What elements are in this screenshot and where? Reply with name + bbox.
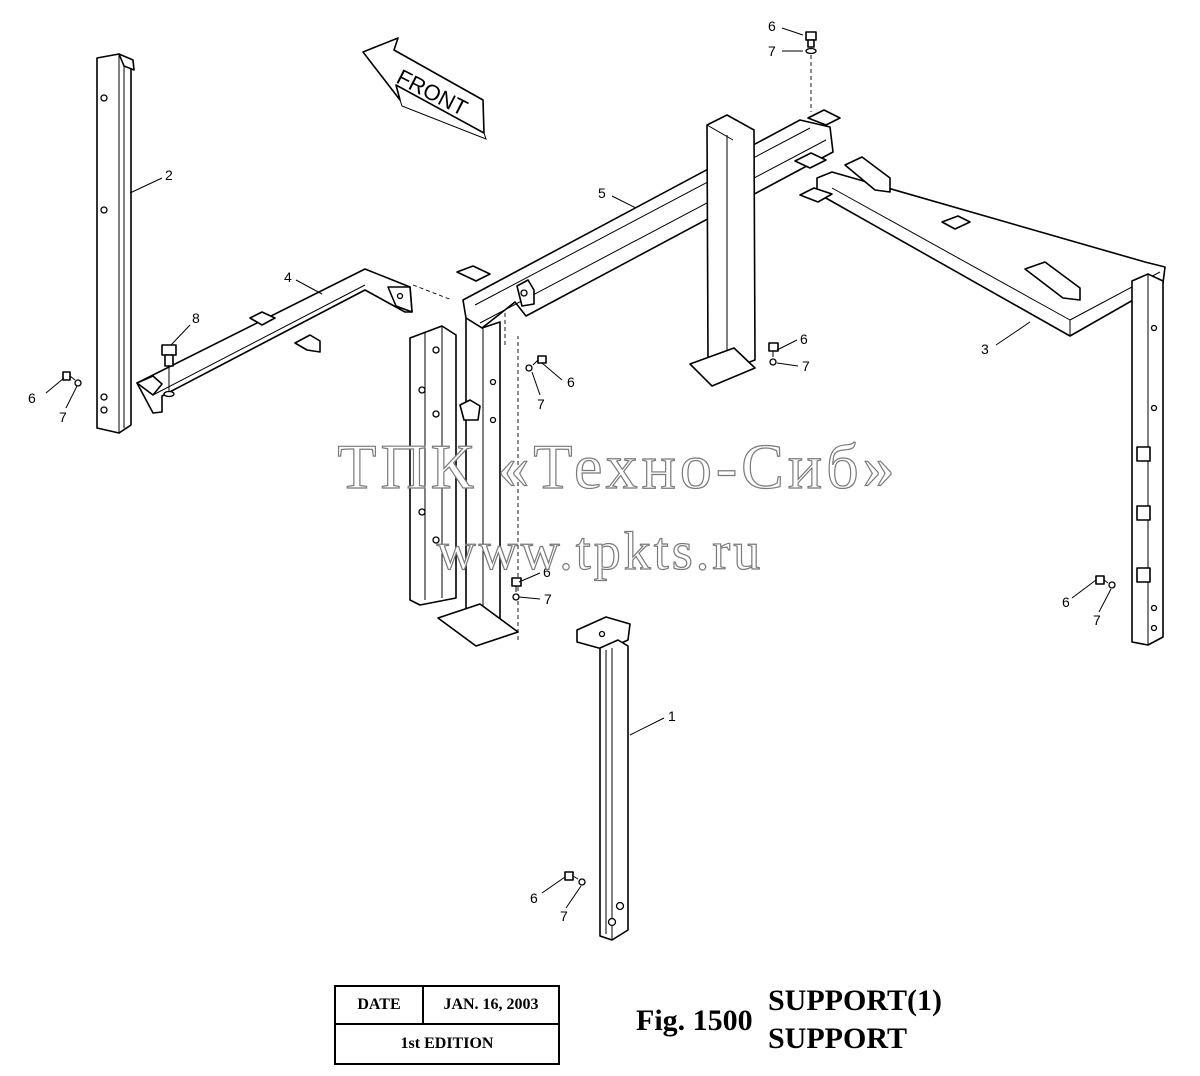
callout-4: 4 <box>284 269 292 285</box>
callout-6: 6 <box>800 331 808 347</box>
title-block: DATE JAN. 16, 2003 1st EDITION <box>334 985 560 1065</box>
callout-7: 7 <box>560 908 568 924</box>
part-4-bracket <box>136 268 413 414</box>
callout-5: 5 <box>598 185 606 201</box>
leader-lines <box>45 27 1112 909</box>
bolt-8 <box>161 344 177 398</box>
callouts: 6 7 2 5 4 8 3 6 7 6 7 6 7 6 7 6 7 1 6 7 <box>28 18 1101 924</box>
date-label: DATE <box>336 987 424 1023</box>
callout-7: 7 <box>59 409 67 425</box>
callout-7: 7 <box>537 396 545 412</box>
callout-8: 8 <box>192 310 200 326</box>
callout-7: 7 <box>768 43 776 59</box>
front-arrow: FRONT <box>362 37 487 140</box>
callout-2: 2 <box>165 167 173 183</box>
watermark-url: www.tpkts.ru <box>436 520 764 581</box>
watermark-company: ТПК «Техно-Сиб» <box>337 430 899 502</box>
callout-7: 7 <box>802 358 810 374</box>
figure-number: Fig. 1500 <box>636 1004 753 1037</box>
callout-7: 7 <box>544 591 552 607</box>
part-2-angle-post <box>96 53 135 434</box>
callout-3: 3 <box>981 341 989 357</box>
callout-6: 6 <box>567 374 575 390</box>
callout-6: 6 <box>28 390 36 406</box>
bolt-center <box>525 355 547 372</box>
date-value: JAN. 16, 2003 <box>443 996 539 1013</box>
rear-vertical-post <box>689 114 756 387</box>
callout-6: 6 <box>543 564 551 580</box>
bolt-rear <box>768 342 779 366</box>
edition-label: 1st EDITION <box>400 1035 494 1052</box>
figure-title-line2: SUPPORT <box>768 1022 907 1055</box>
part-3-right-frame <box>799 156 1166 337</box>
part-1-lower-support <box>576 616 631 941</box>
bolt-bottom <box>564 871 586 886</box>
callout-6: 6 <box>1062 594 1070 610</box>
right-vertical-post <box>1131 273 1164 646</box>
callout-7: 7 <box>1093 612 1101 628</box>
figure-title-line1: SUPPORT(1) <box>768 984 942 1017</box>
bolt-left <box>62 371 82 387</box>
part-5-top-beam <box>456 109 841 329</box>
bolt-top <box>805 31 817 112</box>
callout-6: 6 <box>768 18 776 34</box>
center-vertical-post <box>412 284 519 647</box>
callout-1: 1 <box>668 708 676 724</box>
callout-6: 6 <box>530 890 538 906</box>
channel-bracket <box>409 325 481 606</box>
